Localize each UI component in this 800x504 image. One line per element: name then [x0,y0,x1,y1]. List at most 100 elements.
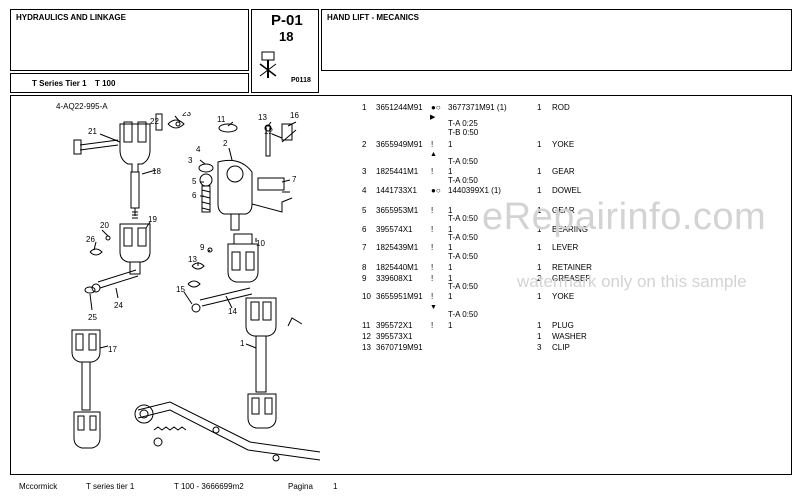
part-code: 3655951M91 [376,292,423,301]
part-code: 339608X1 [376,274,413,283]
part-description: ROD [552,103,570,112]
svg-text:13: 13 [258,113,267,122]
part-number: 8 [362,263,367,272]
part-quantity: 1 [537,243,542,252]
exploded-parts-diagram: 21 18 23 22 11 13 12 16 3 5 6 2 7 4 19 2… [71,112,321,462]
svg-text:19: 19 [148,215,157,224]
part-serial: 1 [448,274,453,283]
part-description: BEARING [552,225,589,234]
watermark-note: watermark only on this sample [517,272,747,291]
part-symbol: ! [431,321,434,330]
part-code: 3655953M1 [376,206,419,215]
group-title: HAND LIFT - MECANICS [327,13,419,22]
svg-text:2: 2 [223,139,228,148]
series-label: T Series Tier 1 [32,79,87,88]
group-title-box [321,9,792,71]
part-number: 5 [362,206,367,215]
part-code: 1825440M1 [376,263,419,272]
part-number: 4 [362,186,367,195]
part-serial: 1 [448,243,453,252]
svg-text:17: 17 [108,345,117,354]
part-description: GREASER [552,274,592,283]
part-quantity: 1 [537,140,542,149]
part-description: YOKE [552,140,575,149]
part-symbol: ! [431,292,434,301]
part-description: YOKE [552,292,575,301]
part-serial: 1 [448,225,453,234]
drawing-ref: 4-AQ22-995-A [56,102,108,111]
footer-page-number: 1 [333,482,338,491]
svg-text:24: 24 [114,301,123,310]
watermark-site: eRepairinfo.com [482,196,767,238]
part-serial: 1 [448,321,453,330]
svg-text:9: 9 [200,243,205,252]
part-symbol: ! [431,140,434,149]
part-number: 1 [362,103,367,112]
part-arrow-icon: ▶ [430,114,436,121]
part-number: 10 [362,292,371,301]
part-code: 3670719M91 [376,343,423,352]
part-number: 6 [362,225,367,234]
part-note: T-A 0:50 [448,252,478,261]
svg-text:21: 21 [88,127,97,136]
part-arrow-icon: ▼ [430,304,437,311]
svg-text:5: 5 [192,177,197,186]
part-serial: 1 [448,140,453,149]
part-symbol: ●○ [431,103,441,112]
section-title: HYDRAULICS AND LINKAGE [16,13,126,22]
svg-text:3: 3 [188,156,193,165]
part-description: LEVER [552,243,579,252]
svg-text:11: 11 [217,115,226,124]
part-quantity: 2 [537,274,542,283]
svg-text:22: 22 [150,117,159,126]
part-note: T-A 0:50 [448,214,478,223]
part-quantity: 1 [537,292,542,301]
part-number: 9 [362,274,367,283]
part-number: 12 [362,332,371,341]
part-note: T-B 0:50 [448,128,479,137]
part-serial: 1440399X1 (1) [448,186,501,195]
part-number: 2 [362,140,367,149]
svg-text:15: 15 [176,285,185,294]
part-serial: 1 [448,167,453,176]
part-note: T-A 0:50 [448,310,478,319]
part-quantity: 1 [537,103,542,112]
part-note: T-A 0:50 [448,157,478,166]
svg-text:10: 10 [256,239,265,248]
part-description: GEAR [552,167,575,176]
part-description: CLIP [552,343,570,352]
part-serial: 1 [448,206,453,215]
series-box [10,73,249,93]
part-symbol: ! [431,225,434,234]
footer-model-ref: T 100 - 3666699m2 [174,482,244,491]
part-description: DOWEL [552,186,582,195]
part-quantity: 1 [537,206,542,215]
part-number: 11 [362,321,371,330]
part-code: 1825439M1 [376,243,419,252]
lift-rod-icon [259,51,277,78]
part-symbol: ! [431,167,434,176]
part-code: 395572X1 [376,321,413,330]
part-symbol: ! [431,274,434,283]
part-description: RETAINER [552,263,592,272]
svg-text:26: 26 [86,235,95,244]
part-code: 1441733X1 [376,186,417,195]
part-quantity: 3 [537,343,542,352]
part-code: 1825441M1 [376,167,419,176]
part-code: 395574X1 [376,225,413,234]
part-note: T-A 0:25 [448,119,478,128]
section-title-box [10,9,249,71]
part-number: 7 [362,243,367,252]
part-quantity: 1 [537,321,542,330]
